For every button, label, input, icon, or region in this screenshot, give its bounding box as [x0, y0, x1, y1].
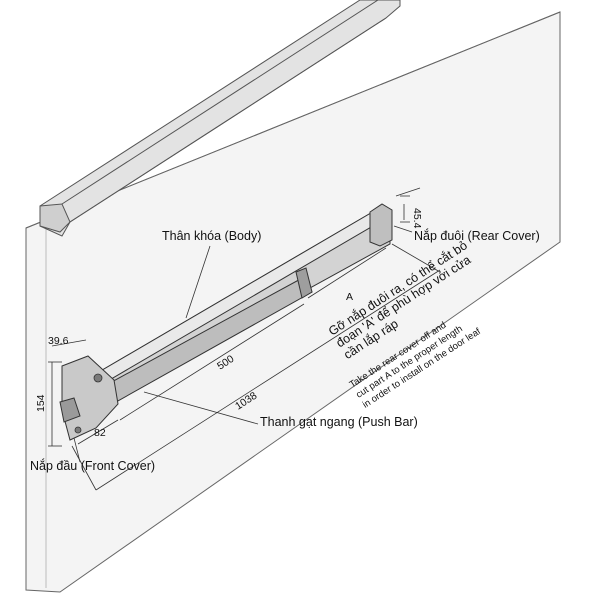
- dimension-lines: [48, 187, 441, 491]
- front-cover: [59, 355, 119, 441]
- door-top-rail: [39, 0, 401, 237]
- leader-lines: [73, 225, 413, 463]
- dim-head-height: 154: [35, 394, 47, 412]
- label-rear-cover: Nắp đuôi (Rear Cover): [414, 228, 540, 243]
- dim-head-width: 39.6: [48, 335, 69, 347]
- label-front-cover: Nắp đầu (Front Cover): [30, 458, 155, 473]
- dim-rear-width: 45.4: [411, 208, 423, 229]
- rear-cover: [369, 203, 393, 247]
- label-push-bar: Thanh gạt ngang (Push Bar): [260, 415, 418, 429]
- dim-head-depth: 82: [94, 427, 106, 439]
- dim-cut-a: A: [346, 291, 353, 303]
- label-body: Thân khóa (Body): [162, 229, 261, 243]
